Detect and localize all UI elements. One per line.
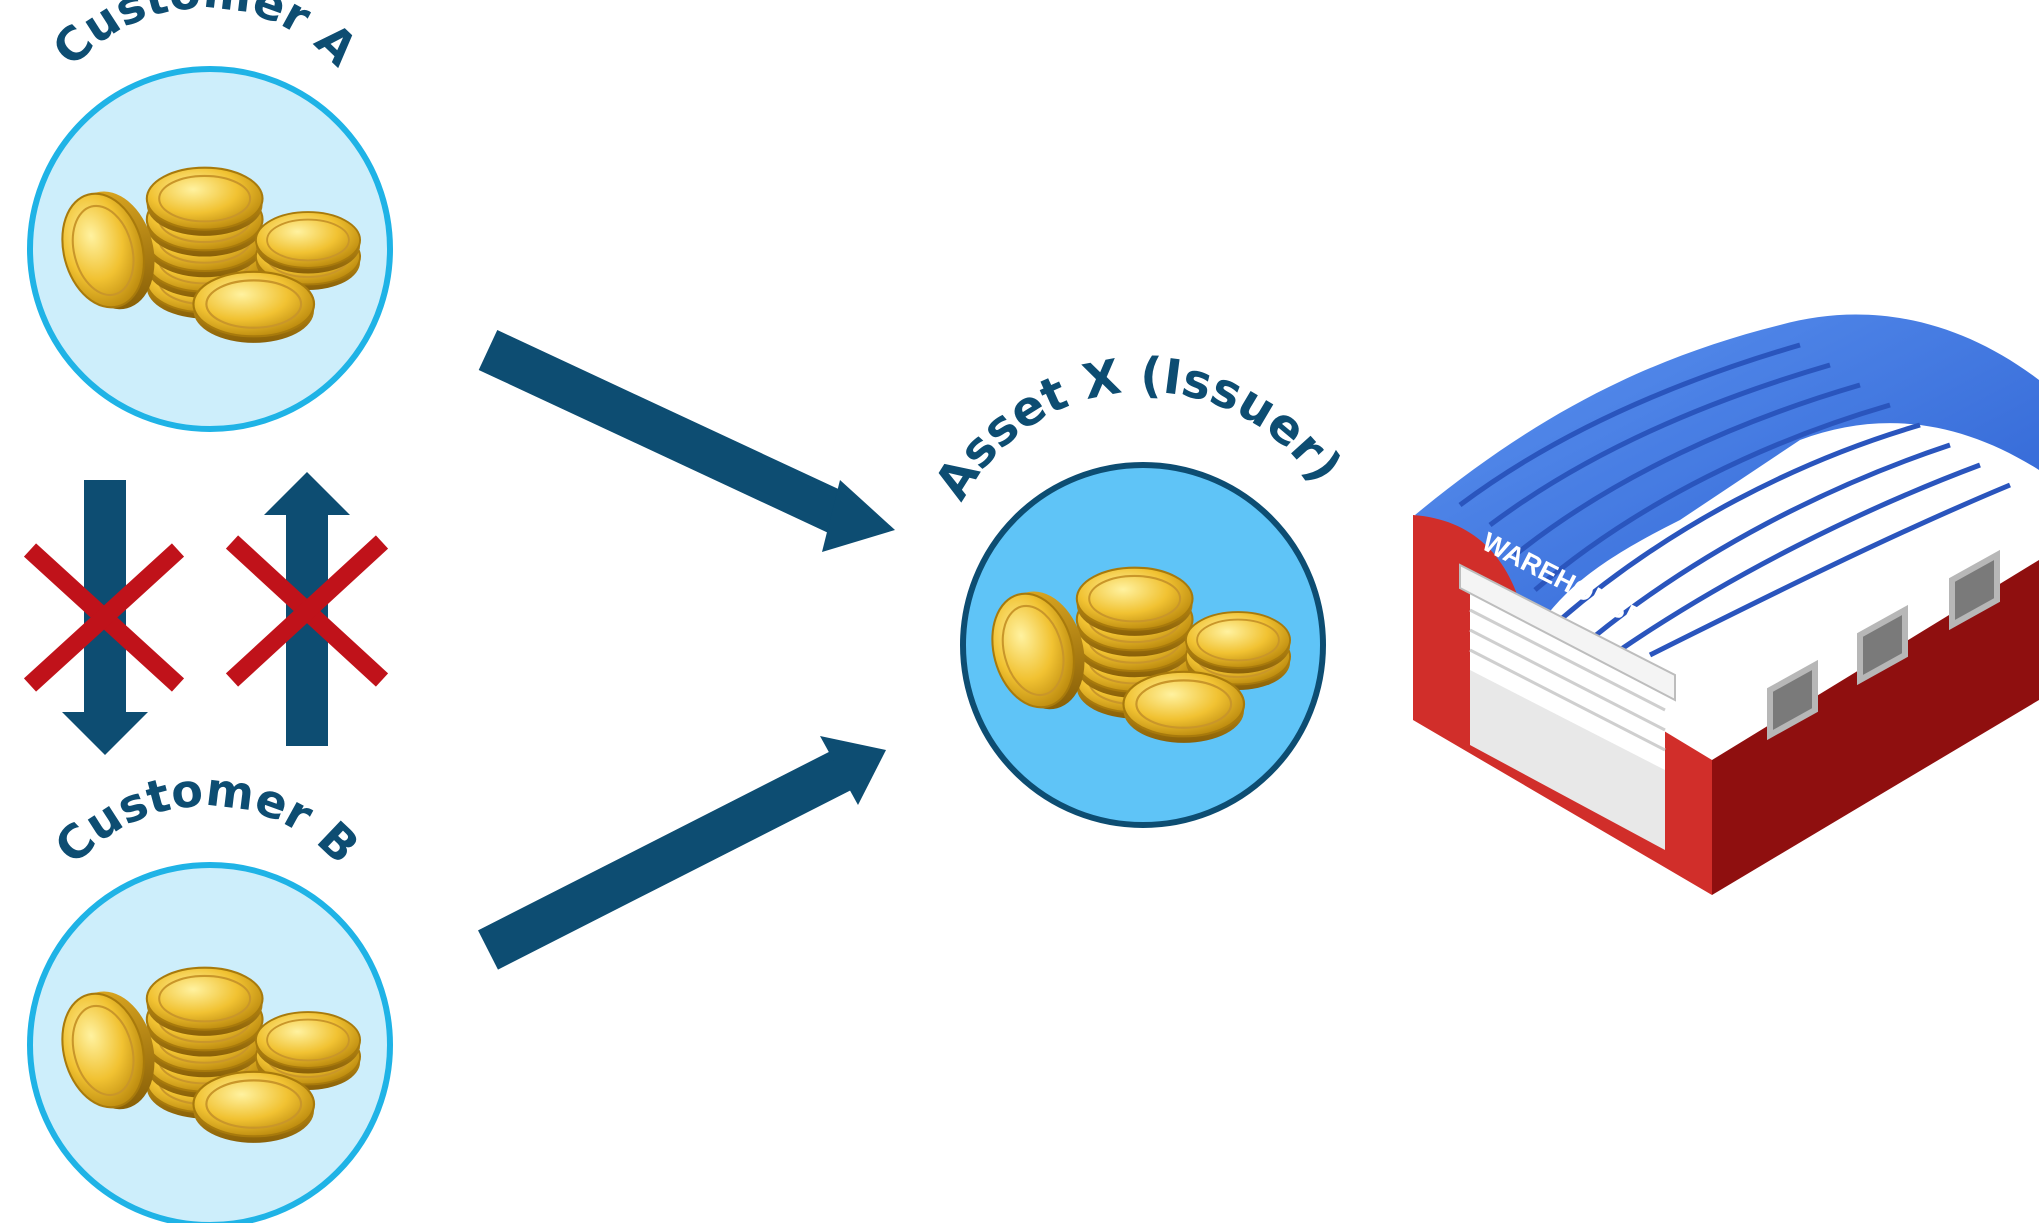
blocked-transfer-up (225, 472, 389, 746)
issuer-node: Asset X (Issuer) (924, 348, 1353, 828)
arrow-b-to-issuer (478, 736, 886, 970)
svg-text:Customer B: Customer B (44, 762, 369, 874)
arrow-a-to-issuer (478, 330, 895, 552)
customer-a-node: Customer A (27, 0, 393, 432)
warehouse-icon: WAREHOUSE (1413, 314, 2039, 895)
customer-a-label: Customer A (42, 0, 368, 76)
customer-b-node: Customer B (27, 762, 393, 1223)
svg-text:Customer A: Customer A (42, 0, 368, 76)
customer-b-label: Customer B (44, 762, 369, 874)
blocked-transfer-down (23, 480, 185, 755)
